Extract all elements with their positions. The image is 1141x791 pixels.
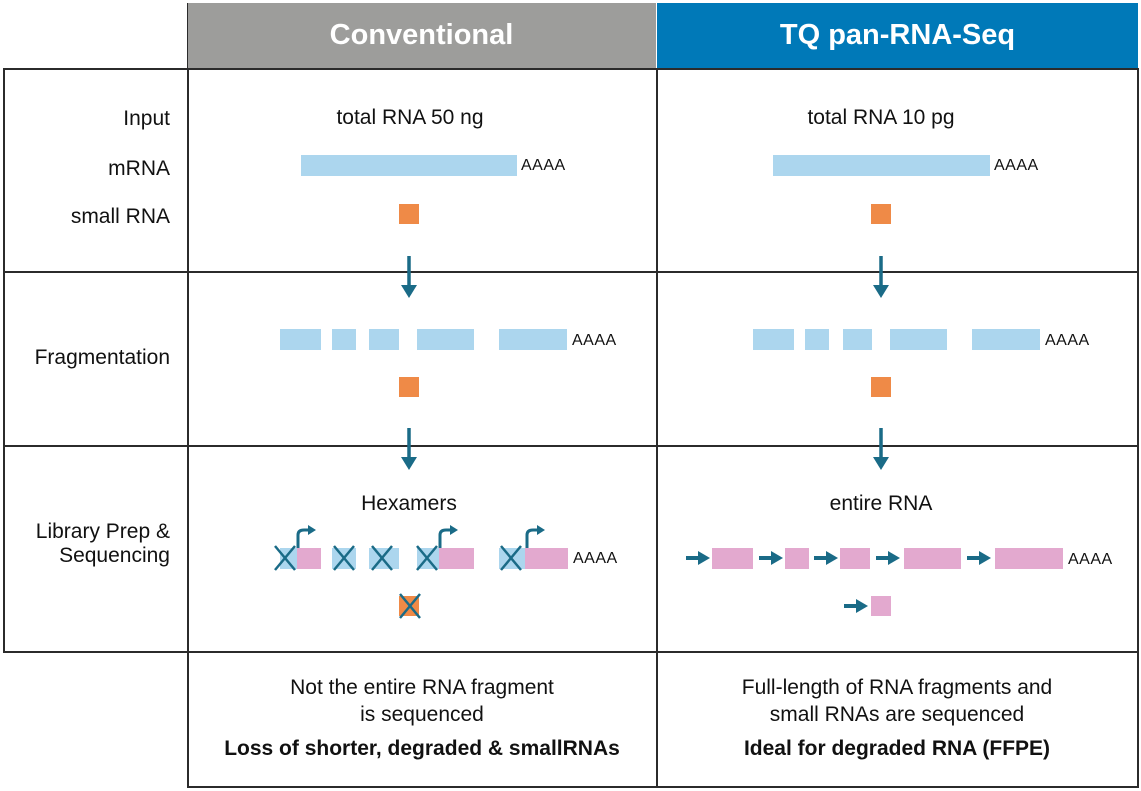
grid-line-left-outer: [3, 68, 5, 652]
conventional-fragment-3: [369, 329, 399, 350]
grid-line-h3: [3, 445, 1138, 447]
row-label-mrna: mRNA: [108, 157, 170, 180]
conventional-fragment-polya: AAAA: [572, 332, 617, 349]
grid-line-v2: [656, 68, 658, 788]
row-label-fragmentation: Fragmentation: [34, 346, 170, 369]
tq-mrna-polya: AAAA: [994, 157, 1039, 174]
grid-line-h4: [3, 651, 1138, 653]
conventional-outcome-line1: Not the entire RNA fragment: [290, 676, 554, 699]
tq-fragment-polya: AAAA: [1045, 332, 1090, 349]
conventional-lib-sequenced-5: [525, 548, 568, 569]
conventional-mrna-polya: AAAA: [521, 157, 566, 174]
tq-lib-sequenced-1: [712, 548, 753, 569]
tq-lib-sequenced-5: [995, 548, 1063, 569]
tq-fragment-2: [805, 329, 829, 350]
tq-lib-sequenced-2: [785, 548, 809, 569]
tq-primer-label: entire RNA: [829, 492, 933, 515]
conventional-header: Conventional: [187, 3, 656, 68]
grid-line-right-outer: [1137, 68, 1139, 788]
conventional-down-arrow-2: [401, 428, 417, 470]
tq-outcome-bold: Ideal for degraded RNA (FFPE): [743, 737, 1051, 760]
tq-header-label: TQ pan-RNA-Seq: [779, 19, 1016, 51]
conventional-input-amount: total RNA 50 ng: [336, 106, 484, 129]
conventional-outcome: Not the entire RNA fragment is sequenced: [188, 674, 656, 728]
conventional-fragment-5: [499, 329, 567, 350]
tq-fragment-4: [890, 329, 947, 350]
tq-mrna-bar: [773, 155, 990, 176]
conventional-fragment-1: [280, 329, 321, 350]
right-arrow-icon-group: [686, 551, 991, 613]
hexamer-primer-icons: [296, 528, 539, 548]
tq-adapter-arrows: [686, 551, 991, 613]
conventional-outcome-bold: Loss of shorter, degraded & smallRNAs: [224, 737, 620, 760]
tq-fragment-small-rna: [871, 377, 891, 397]
conventional-mrna-bar: [301, 155, 517, 176]
tq-fragment-3: [843, 329, 872, 350]
conventional-header-label: Conventional: [329, 19, 514, 51]
tq-lib-sequenced-4: [904, 548, 961, 569]
conventional-lib-unsequenced-1: [280, 548, 297, 569]
cross-icon-group: [274, 545, 522, 619]
tq-small-rna: [871, 204, 891, 224]
conventional-lib-polya: AAAA: [573, 550, 618, 567]
conventional-lib-sequenced-4: [439, 548, 474, 569]
tq-input-amount: total RNA 10 pg: [807, 106, 955, 129]
tq-down-arrow-1: [873, 256, 889, 298]
row-label-library-prep: Library Prep & Sequencing: [36, 520, 170, 568]
tq-header: TQ pan-RNA-Seq: [657, 3, 1138, 68]
conventional-fragment-small-rna: [399, 377, 419, 397]
tq-lib-sequenced-3: [840, 548, 870, 569]
grid-top-left-border: [187, 3, 188, 69]
tq-down-arrow-2: [873, 428, 889, 470]
tq-outcome-line2: small RNAs are sequenced: [769, 703, 1025, 726]
conventional-fragment-2: [332, 329, 356, 350]
conventional-down-arrow-1: [401, 256, 417, 298]
conventional-fragment-4: [417, 329, 474, 350]
row-label-library-prep-line2: Sequencing: [59, 544, 170, 567]
tq-fragment-1: [753, 329, 794, 350]
grid-line-h2: [3, 271, 1138, 273]
grid-line-bottom: [187, 786, 1138, 788]
conventional-small-rna: [399, 204, 419, 224]
conventional-hexamer-overlay: [274, 525, 545, 619]
conventional-outcome-line2: is sequenced: [360, 703, 484, 726]
conventional-primer-label: Hexamers: [361, 492, 457, 515]
tq-fragment-5: [972, 329, 1040, 350]
tq-outcome-line1: Full-length of RNA fragments and: [741, 676, 1053, 699]
conventional-lib-sequenced-1: [297, 548, 321, 569]
tq-lib-small-rna: [871, 596, 891, 616]
grid-line-h1: [3, 68, 1138, 70]
row-label-library-prep-line1: Library Prep &: [35, 520, 170, 543]
grid-line-v1: [187, 68, 189, 788]
row-label-input: Input: [123, 107, 170, 130]
tq-lib-polya: AAAA: [1068, 551, 1113, 568]
tq-outcome: Full-length of RNA fragments and small R…: [657, 674, 1137, 728]
row-label-small-rna: small RNA: [70, 205, 170, 228]
